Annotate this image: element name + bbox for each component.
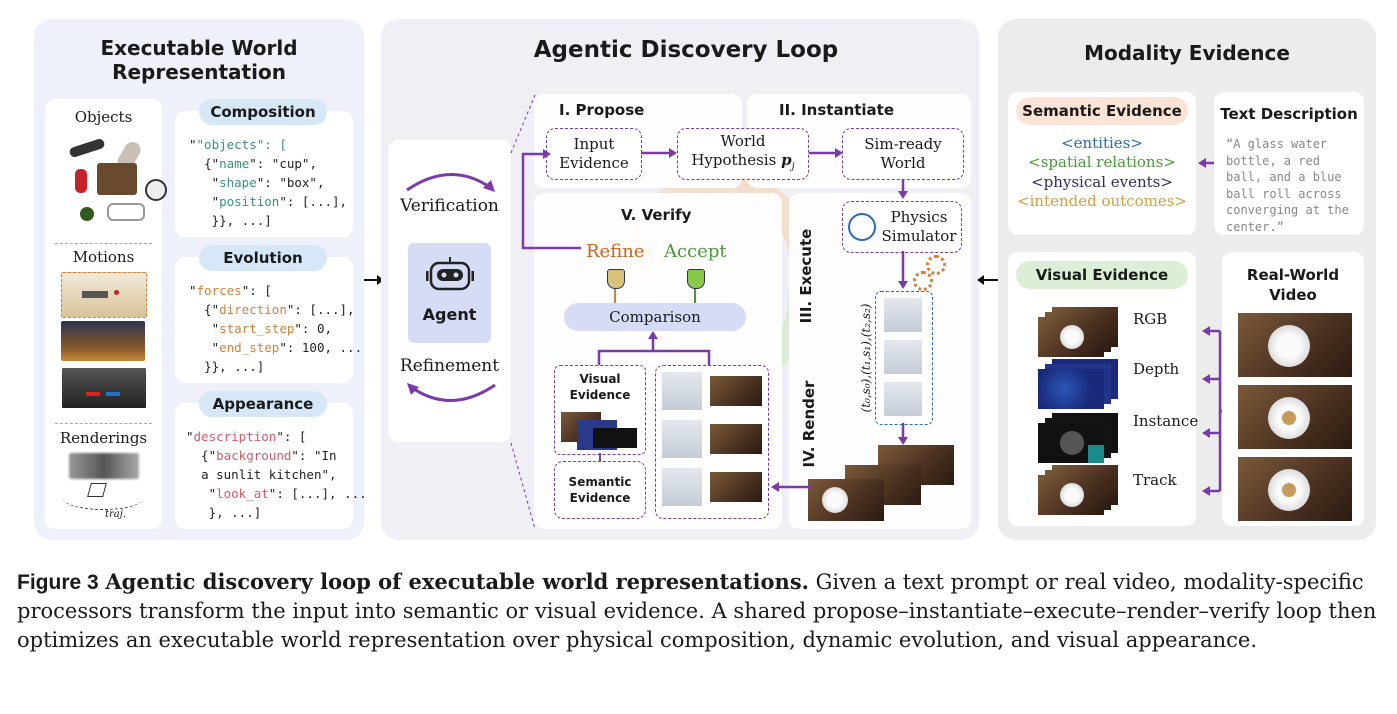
comparison-arrows <box>597 331 711 367</box>
traj-label: traj. <box>105 509 127 520</box>
instance-label: Instance <box>1133 412 1199 430</box>
motions-label: Motions <box>72 248 135 266</box>
text-to-semantic-arrow <box>1198 158 1214 168</box>
agent-label: Agent <box>422 305 477 324</box>
left-panel: Executable World Representation Objects … <box>34 19 367 540</box>
state-thumb-2 <box>884 340 922 374</box>
evolution-pill: Evolution <box>199 245 327 271</box>
center-panel: Agentic Discovery Loop Verification Agen… <box>381 19 979 540</box>
semantic-evidence-pill: Semantic Evidence <box>1016 97 1188 125</box>
state-thumb-1 <box>884 298 922 332</box>
arrow-right-to-center <box>977 275 998 285</box>
physical-token: <physical events> <box>1031 173 1173 191</box>
visual-evidence-box: Visual Evidence <box>554 365 646 455</box>
sim-to-physics-arrow <box>898 179 908 199</box>
track-label: Track <box>1133 471 1177 489</box>
render-label: IV. Render <box>800 380 818 468</box>
extinguisher-icon <box>75 169 87 193</box>
appearance-card <box>175 403 353 529</box>
propose-arrows <box>641 148 843 158</box>
objects-label: Objects <box>74 108 133 126</box>
evolution-card <box>175 257 353 383</box>
gear-icon <box>926 255 946 275</box>
motion-thumb-1 <box>61 272 147 318</box>
atom-icon <box>847 213 876 241</box>
render-to-verify-arrow <box>771 482 811 492</box>
propose-label: I. Propose <box>559 101 645 119</box>
verification-arc <box>406 173 495 192</box>
video-frame-1 <box>1238 313 1352 377</box>
accept-shield-icon <box>687 269 705 289</box>
left-panel-title: Executable World Representation <box>100 36 298 84</box>
composition-code: ""objects": [ {"name": "cup", "shape": "… <box>189 137 348 228</box>
center-panel-title: Agentic Discovery Loop <box>533 37 839 63</box>
caption-label: Figure 3 <box>17 571 99 594</box>
ball-icon <box>80 207 94 221</box>
refinement-arc <box>407 383 496 402</box>
text-description-title: Text Description <box>1220 105 1358 123</box>
physics-to-states-arrow <box>898 251 908 289</box>
right-panel: Modality Evidence Semantic Evidence <ent… <box>998 19 1376 540</box>
composition-pill: Composition <box>199 99 327 125</box>
text-description-card <box>1214 92 1364 235</box>
verification-label: Verification <box>400 196 499 216</box>
drone-icon <box>107 203 145 221</box>
figure-caption: Figure 3 Agentic discovery loop of execu… <box>17 567 1381 655</box>
rendering-thumb <box>69 453 139 479</box>
instantiate-label: II. Instantiate <box>779 101 895 119</box>
timesteps-label: (t₀,s₀),(t₁,s₁),(t₂,s₂) <box>859 303 873 413</box>
zoom-lines <box>510 94 536 530</box>
motion-thumb-2 <box>61 321 145 361</box>
renderings-label: Renderings <box>59 429 148 447</box>
render-frame-3 <box>808 479 884 521</box>
soccer-ball-icon <box>145 179 167 201</box>
visual-evidence-pill: Visual Evidence <box>1016 261 1188 289</box>
arrow-left-to-center <box>364 275 384 285</box>
rgb-label: RGB <box>1133 310 1168 328</box>
verify-label: V. Verify <box>621 206 692 224</box>
entities-token: <entities> <box>1061 134 1143 152</box>
depth-label: Depth <box>1133 360 1180 378</box>
state-thumb-3 <box>884 382 922 416</box>
composition-card <box>175 111 353 237</box>
video-frame-3 <box>1238 457 1352 521</box>
evolution-code: "forces": [ {"direction": [...], "start_… <box>189 283 363 374</box>
refine-shield-icon <box>607 269 625 289</box>
refine-label: Refine <box>586 241 645 262</box>
caption-bold: Agentic discovery loop of executable wor… <box>105 569 809 594</box>
piano-icon <box>97 163 137 195</box>
accept-label: Accept <box>664 241 727 262</box>
objects-card: Objects Motions Renderings traj. <box>45 99 167 529</box>
execute-label: III. Execute <box>797 228 815 324</box>
states-to-render-arrow <box>898 423 908 445</box>
right-panel-title: Modality Evidence <box>1084 41 1290 65</box>
spatial-token: <spatial relations> <box>1028 153 1176 171</box>
refinement-label: Refinement <box>399 356 500 376</box>
motion-thumb-3 <box>61 367 147 409</box>
video-to-visual-arrows <box>1202 326 1230 496</box>
comparison-box: Comparison <box>564 303 746 331</box>
skateboard-icon <box>68 137 106 159</box>
intended-token: <intended outcomes> <box>1017 192 1187 210</box>
appearance-pill: Appearance <box>199 391 327 417</box>
caption-text: Given a text prompt or real video, modal… <box>17 570 1377 652</box>
states-box <box>875 291 933 425</box>
trajectory-arc <box>63 487 143 510</box>
robot-icon <box>426 257 474 291</box>
refine-loop-arrow <box>521 149 581 250</box>
text-description-body: “A glass water bottle, a red ball, and a… <box>1226 137 1349 234</box>
appearance-code: "description": [ {"background": "In a su… <box>186 429 367 520</box>
gear-icon-2 <box>913 271 933 291</box>
video-frame-2 <box>1238 385 1352 449</box>
render-compare-box <box>655 365 769 519</box>
